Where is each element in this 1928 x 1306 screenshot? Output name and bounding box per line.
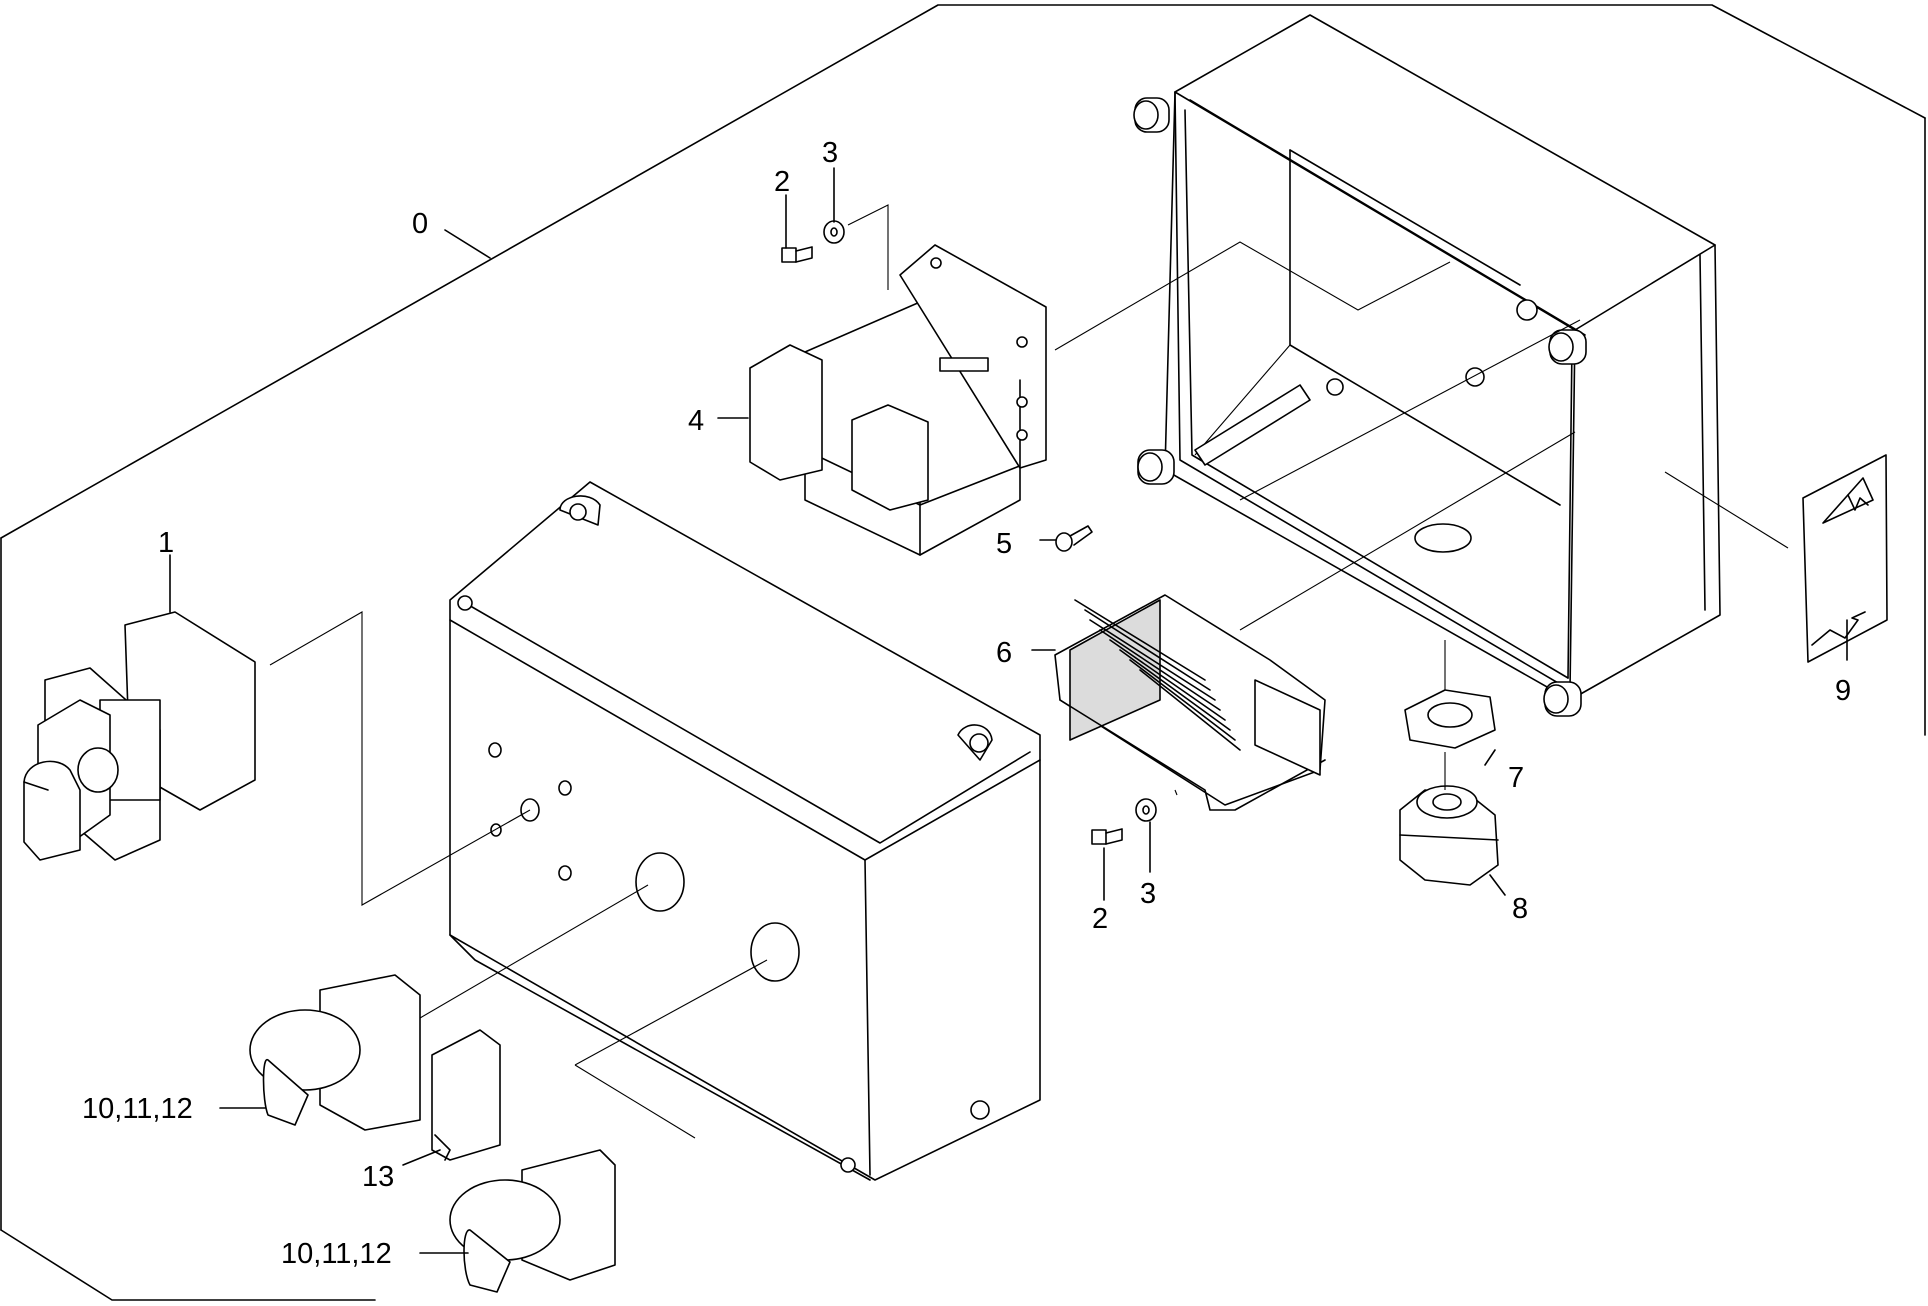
washer-3-bottom: [1135, 798, 1157, 822]
selector-switch-lower: [449, 1149, 616, 1293]
callout-10-11-12-upper: 10,11,12: [82, 1093, 193, 1125]
washer-3-top: [823, 220, 845, 244]
lid-holes: [488, 742, 800, 982]
callout-2-bottom: 2: [1092, 903, 1108, 935]
callout-labels: 0 1 2 3 4 5 6 2 3 7 8 9 10,11,12 13 10,1…: [82, 137, 1851, 1270]
callout-5: 5: [996, 528, 1012, 560]
callout-0: 0: [412, 208, 428, 240]
warning-label-part: [1802, 454, 1888, 663]
callout-7: 7: [1508, 762, 1524, 794]
callout-6: 6: [996, 637, 1012, 669]
transformer-part: [749, 244, 1047, 556]
contact-block-13: [431, 1029, 501, 1161]
screw-2-top: [781, 246, 813, 263]
callout-2-top: 2: [774, 166, 790, 198]
callout-8: 8: [1512, 893, 1528, 925]
main-switch-part: [23, 611, 256, 861]
terminal-block-part: [1054, 594, 1326, 811]
enclosure-lid: [449, 481, 1041, 1181]
screw-2-bottom: [1091, 828, 1123, 845]
screw-5: [1055, 525, 1093, 552]
selector-switch-upper: [249, 974, 421, 1131]
callout-13: 13: [362, 1161, 394, 1193]
callout-9: 9: [1835, 675, 1851, 707]
kit-boundary-outline: [0, 4, 1926, 1301]
callout-4: 4: [688, 405, 704, 437]
callout-3-bottom: 3: [1140, 878, 1156, 910]
terminal-block-ribs: [1074, 599, 1241, 751]
callout-1: 1: [158, 527, 174, 559]
callout-10-11-12-lower: 10,11,12: [281, 1238, 392, 1270]
cable-gland-8: [1399, 785, 1499, 886]
lock-nut-7: [1404, 689, 1496, 749]
enclosure-base: [1133, 14, 1721, 717]
enclosure-base-corner-bosses: [1133, 97, 1587, 717]
leader-lines: [169, 167, 1848, 1254]
callout-3-top: 3: [822, 137, 838, 169]
